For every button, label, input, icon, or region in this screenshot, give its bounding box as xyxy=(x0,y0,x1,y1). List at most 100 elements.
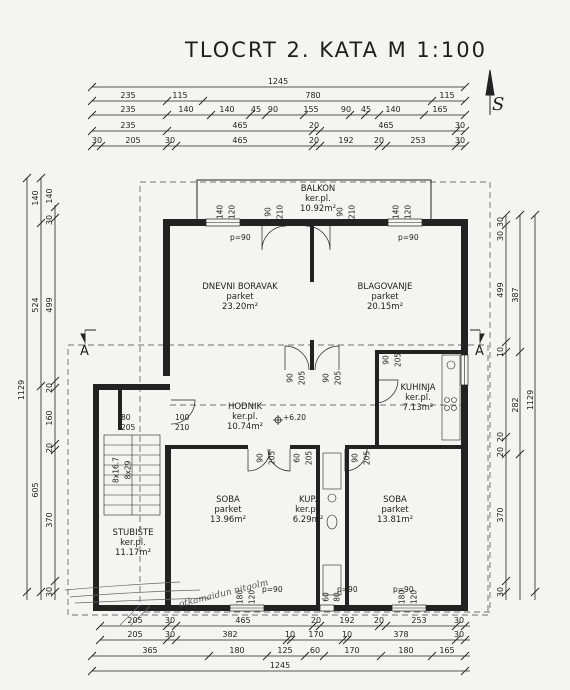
dim-bottom-r1-1: 205 xyxy=(127,616,143,625)
dim-bottom-r1-7: 253 xyxy=(411,616,427,625)
room-soba-right-area: 13.81m² xyxy=(376,515,414,526)
dim-left-in-5: 160 xyxy=(45,410,54,426)
dim-top-r3-5: 90 xyxy=(267,105,279,114)
dim-bottom-r1-4: 20 xyxy=(310,616,322,625)
level-marker xyxy=(273,415,283,425)
room-hodnik-name: HODNIK xyxy=(227,402,263,412)
door-w-7: 90 xyxy=(350,453,360,463)
room-balkon: BALKON ker.pl. 10.92m² xyxy=(300,184,336,215)
wall-kitchen-top xyxy=(375,350,465,354)
dim-bottom-r2-4: 10 xyxy=(284,630,296,639)
sill-soba-left: p=90 xyxy=(262,585,283,594)
sill-kup: p=90 xyxy=(337,585,358,594)
dim-left-in-6: 20 xyxy=(45,442,54,454)
dim-left-in-4: 20 xyxy=(45,382,54,394)
room-stubiste-finish: ker.pl. xyxy=(120,538,146,549)
dim-left-in-3: 499 xyxy=(45,297,54,313)
handwritten-scribble xyxy=(64,581,211,627)
window-h-dnevni: 120 xyxy=(227,204,237,220)
room-blagovanje-name: BLAGOVANJE xyxy=(357,282,413,292)
room-hodnik: HODNIK ker.pl. 10.74m² xyxy=(227,402,263,433)
lower-roof-outline xyxy=(67,344,489,616)
stair-run: 8x29 xyxy=(123,460,133,480)
room-soba-left: SOBA parket 13.96m² xyxy=(210,495,246,526)
dim-top-r3-4: 45 xyxy=(250,105,262,114)
room-hodnik-area: 10.74m² xyxy=(226,422,264,433)
niche-w: 80 xyxy=(121,413,131,422)
dim-top-r2-2: 115 xyxy=(172,91,188,100)
door-h-4: 205 xyxy=(333,370,343,386)
room-blagovanje: BLAGOVANJE parket 20.15m² xyxy=(358,282,413,313)
dim-left-mid-1: 140 xyxy=(31,190,40,206)
dim-top-r2-3: 780 xyxy=(305,91,321,100)
room-kup-finish: ker.pl. xyxy=(295,505,321,516)
dim-bottom-r2-2: 30 xyxy=(164,630,176,639)
dim-right-mid-1: 387 xyxy=(511,287,520,303)
dim-bottom-r2-8: 30 xyxy=(453,630,465,639)
dim-right-mid-2: 282 xyxy=(511,397,520,413)
roof-outline xyxy=(139,181,491,613)
dim-top-r2-4: 115 xyxy=(439,91,455,100)
dim-right-in-4: 10 xyxy=(496,346,505,358)
door-w-6: 60 xyxy=(292,453,302,463)
door-w-kuhinja: 90 xyxy=(381,355,391,365)
dim-left-mid-3: 605 xyxy=(31,482,40,498)
room-soba-left-area: 13.96m² xyxy=(209,515,247,526)
dim-top-r5-8: 253 xyxy=(410,136,426,145)
dim-bottom-r1-3: 465 xyxy=(235,616,251,625)
dim-top-r4-4: 465 xyxy=(378,121,394,130)
dim-top-r3-2: 140 xyxy=(178,105,194,114)
dim-top-r5-3: 30 xyxy=(164,136,176,145)
dim-bottom-r3-4: 60 xyxy=(309,646,321,655)
sill-blagovanje: p=90 xyxy=(398,233,419,242)
room-dnevni-finish: parket xyxy=(226,292,254,303)
section-label-right: A xyxy=(475,344,484,359)
window-w-soba-right: 180 xyxy=(397,589,407,605)
dim-bottom-total: 1245 xyxy=(269,661,291,670)
window-w-kup: 60 xyxy=(321,592,331,602)
room-stubiste: STUBIŠTE ker.pl. 11.17m² xyxy=(112,528,153,559)
window-h-kup: 80 xyxy=(332,592,342,602)
dim-top-r3-3: 140 xyxy=(219,105,235,114)
north-arrow-label: S xyxy=(492,94,505,115)
stair-rise: 8x16.7 xyxy=(111,457,121,483)
kitchen-counter xyxy=(441,354,461,441)
walls xyxy=(93,219,468,611)
room-balkon-area: 10.92m² xyxy=(299,204,337,215)
wall-stair-left xyxy=(93,384,99,611)
dim-bottom-r3-7: 165 xyxy=(439,646,455,655)
sill-dnevni: p=90 xyxy=(230,233,251,242)
dim-right-in-6: 20 xyxy=(496,446,505,458)
door-w-4: 90 xyxy=(321,373,331,383)
dim-bottom-r1-2: 30 xyxy=(164,616,176,625)
door-w-stair: 100 xyxy=(175,413,190,422)
room-kuhinja-area: 7.13m² xyxy=(402,403,434,414)
bathroom-fixtures xyxy=(322,452,342,596)
dim-right-in-3: 499 xyxy=(496,282,505,298)
wall-top xyxy=(163,219,468,226)
dim-bottom-r3-2: 180 xyxy=(229,646,245,655)
room-kup-area: 6.29m² xyxy=(292,515,324,526)
dim-top-r3-6: 155 xyxy=(303,105,319,114)
door-swings xyxy=(170,225,399,472)
dim-right-in-5: 20 xyxy=(496,431,505,443)
dim-bottom-r1-8: 30 xyxy=(453,616,465,625)
room-balkon-name: BALKON xyxy=(300,184,336,194)
room-soba-right: SOBA parket 13.81m² xyxy=(377,495,413,526)
wall-left-upper xyxy=(163,219,170,376)
room-kuhinja-finish: ker.pl. xyxy=(405,393,431,404)
door-h-5: 205 xyxy=(267,450,277,466)
dim-right-outer: 1129 xyxy=(526,389,535,411)
dim-top-r3-1: 235 xyxy=(120,105,136,114)
dim-bottom-r2-1: 205 xyxy=(127,630,143,639)
wall-stair-right xyxy=(165,445,171,611)
dim-bottom-r3-6: 180 xyxy=(398,646,414,655)
dim-left-in-2: 30 xyxy=(45,214,54,226)
room-blagovanje-finish: parket xyxy=(371,292,399,303)
wall-hall-bottom-right xyxy=(345,445,465,449)
dim-top-r3-7: 90 xyxy=(340,105,352,114)
wall-stair-niche xyxy=(118,390,122,430)
dim-top-r3-10: 165 xyxy=(432,105,448,114)
